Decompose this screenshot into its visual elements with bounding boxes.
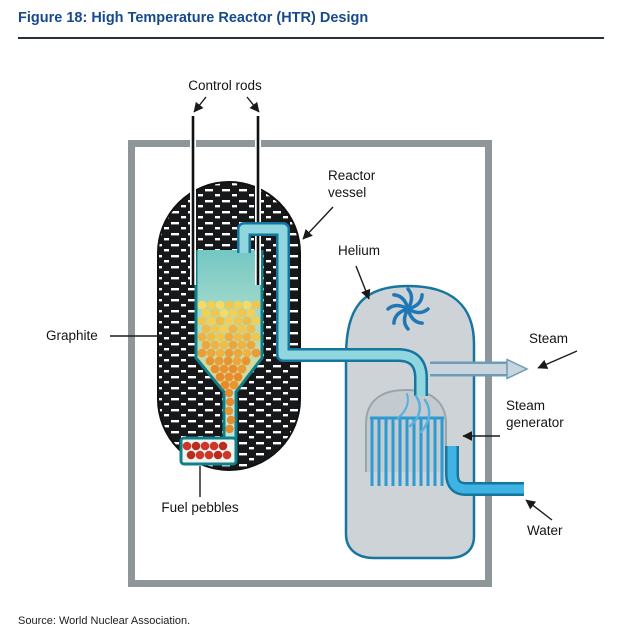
- water-pipe: [445, 446, 524, 496]
- control-rods: [190, 116, 261, 285]
- steam-generator: [365, 388, 447, 486]
- steam-generator-tubes: [370, 416, 444, 486]
- title-divider: [18, 37, 604, 39]
- steam-flow-arrow: [506, 358, 529, 380]
- steam-pipe: [430, 358, 529, 380]
- control-rods-label: Control rods: [188, 78, 262, 93]
- control-rods-arrow-right: [246, 96, 260, 113]
- steam-arrow: [537, 350, 578, 369]
- reactor-vessel-label: Reactor vessel: [328, 168, 376, 200]
- helium-arrow: [355, 265, 371, 300]
- figure-title: Figure 18: High Temperature Reactor (HTR…: [18, 10, 369, 26]
- pointer-arrows: [110, 96, 578, 521]
- discharged-fuel-pebbles: [182, 441, 232, 460]
- graphite-label: Graphite: [46, 328, 98, 343]
- water-label: Water: [527, 523, 563, 538]
- steam-generator-label: Steam generator: [506, 398, 564, 430]
- reactor-vessel-arrow: [302, 206, 334, 240]
- helium-label: Helium: [338, 243, 381, 258]
- helium-circulator-fan-icon: [386, 287, 430, 331]
- fuel-pebbles-label: Fuel pebbles: [161, 500, 239, 515]
- reactor-core: [179, 250, 264, 466]
- helium-coolant-pipe: [237, 222, 428, 396]
- source-note: Source: World Nuclear Association.: [18, 615, 191, 627]
- helium-coolant-pipe-inner: [239, 224, 426, 396]
- steam-swirls: [397, 393, 431, 434]
- core-pebbles: [197, 300, 261, 434]
- water-pipe-inner: [447, 446, 524, 494]
- core-walls: [194, 250, 264, 438]
- steam-label: Steam: [529, 331, 569, 346]
- control-rods-arrow-left: [193, 96, 207, 113]
- water-arrow: [525, 499, 553, 521]
